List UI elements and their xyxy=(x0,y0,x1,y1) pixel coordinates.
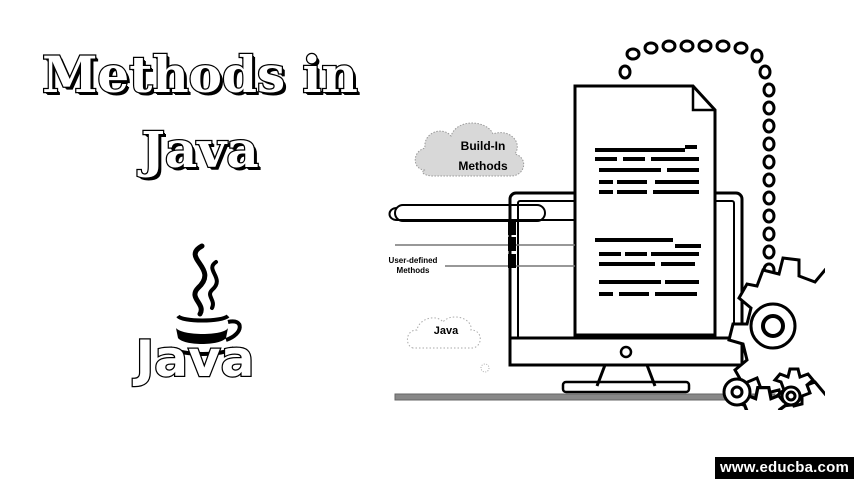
user-defined-methods-label: User-defined Methods xyxy=(378,256,448,276)
java-coffee-cup-icon xyxy=(169,243,242,356)
cloud-icon-bottom xyxy=(407,316,490,373)
page-title-line-1: Methods in xyxy=(41,44,359,106)
connector-lines xyxy=(388,204,575,268)
site-watermark: www.educba.com xyxy=(715,457,854,479)
page-title-line-2: Java xyxy=(140,119,260,181)
illustration xyxy=(388,39,825,410)
built-in-label-line-1: Build-In xyxy=(460,139,506,153)
dotted-chain xyxy=(618,39,776,278)
java-cloud-label: Java xyxy=(433,325,459,337)
monitor-icon xyxy=(394,191,776,401)
user-defined-label-line-1: User-defined xyxy=(388,256,438,265)
built-in-methods-label: Build-In Methods xyxy=(428,136,538,176)
document-icon xyxy=(573,84,717,337)
gear-icon xyxy=(722,256,825,410)
built-in-label-line-2: Methods xyxy=(458,159,508,173)
user-defined-label-line-2: Methods xyxy=(396,266,430,275)
java-wordmark: Java xyxy=(134,329,255,390)
cloud-icon-top xyxy=(414,122,525,177)
